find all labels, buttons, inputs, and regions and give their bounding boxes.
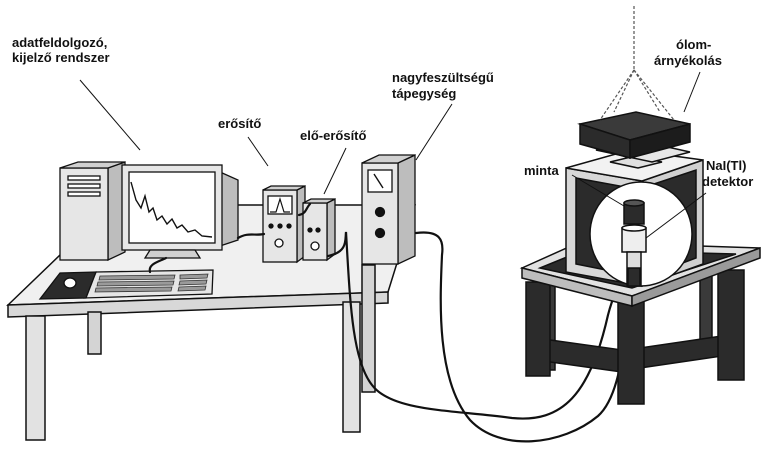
stand-crossbar-right xyxy=(639,335,723,369)
preamplifier-top xyxy=(302,198,336,204)
label-computer-line2: kijelző rendszer xyxy=(12,50,110,65)
table-front-edge xyxy=(7,291,389,318)
cable-monitor-amplifier xyxy=(236,232,266,240)
leader-preamplifier xyxy=(323,147,347,195)
table-leg-back-right xyxy=(361,264,376,393)
amplifier-pulse-icon xyxy=(270,196,290,213)
chain-left-front xyxy=(599,69,635,121)
leader-hv-supply xyxy=(415,103,453,161)
cable-preamplifier-detector xyxy=(326,231,622,420)
label-shield-line2: árnyékolás xyxy=(654,53,722,68)
preamplifier-front xyxy=(302,202,328,261)
nai-crystal xyxy=(621,227,647,253)
label-amplifier: erősítő xyxy=(218,116,261,131)
nai-crystal-top xyxy=(621,224,647,232)
leader-lines xyxy=(79,71,707,239)
table-leg-front-left xyxy=(25,315,46,441)
hv-meter-needle-icon xyxy=(373,173,384,189)
hv-knob-2-icon xyxy=(374,227,386,239)
monitor-back xyxy=(219,170,239,247)
leader-computer xyxy=(79,79,141,151)
cable-amplifier-preamplifier xyxy=(297,202,312,217)
chain-left-back xyxy=(613,69,635,113)
preamplifier-side xyxy=(326,197,336,262)
lead-lid-front-right xyxy=(629,123,691,159)
stand-leg-front-left xyxy=(525,281,551,377)
label-hv-line1: nagyfeszültségű xyxy=(392,70,494,85)
sample-holder-top xyxy=(623,199,645,207)
label-preamplifier: elő-erősítő xyxy=(300,128,367,143)
photomultiplier-base xyxy=(627,267,641,287)
amplifier-display xyxy=(267,195,293,215)
amplifier-knob-icon xyxy=(274,238,284,248)
label-hv-line2: tápegység xyxy=(392,86,456,101)
cable-hv-detector xyxy=(414,231,630,443)
labels: adatfeldolgozó, kijelző rendszer erősítő… xyxy=(12,35,753,189)
tower-case xyxy=(59,167,109,261)
monitor-screen xyxy=(128,171,216,244)
amplifier-led-1 xyxy=(268,223,274,229)
leader-lead-shield xyxy=(683,71,701,113)
label-sample: minta xyxy=(524,163,559,178)
hv-top xyxy=(361,154,416,164)
label-computer-line1: adatfeldolgozó, xyxy=(12,35,107,50)
computer-system xyxy=(38,161,239,300)
floppy-drive-2 xyxy=(67,183,101,189)
leader-amplifier xyxy=(247,136,269,167)
amplifier-led-3 xyxy=(286,223,292,229)
label-shield-line1: ólom- xyxy=(676,37,711,52)
mouse-icon xyxy=(63,277,77,289)
cables xyxy=(148,202,630,443)
leader-detector xyxy=(645,192,707,239)
detector-window xyxy=(589,181,693,287)
lead-lid-assembly xyxy=(577,111,691,163)
amplifier-top xyxy=(262,185,306,191)
stand-leg-front-right xyxy=(717,269,745,381)
hv-meter xyxy=(367,169,393,193)
tower-top xyxy=(59,161,126,169)
stand-platform-front-right xyxy=(631,246,761,308)
hv-knob-1-icon xyxy=(374,206,386,218)
preamplifier-led-1 xyxy=(307,227,313,233)
amplifier-unit xyxy=(262,184,306,264)
shield-top-opening xyxy=(609,155,663,169)
amplifier-led-2 xyxy=(277,223,283,229)
keyboard-keys xyxy=(94,273,209,293)
stand-leg-front-mid xyxy=(617,299,645,405)
floppy-drive-1 xyxy=(67,175,101,181)
chain-right-back xyxy=(633,69,661,113)
table-leg-front-mid xyxy=(342,301,361,433)
preamplifier-led-2 xyxy=(315,227,321,233)
cable-keyboard xyxy=(148,256,168,274)
table-leg-back-left xyxy=(87,311,102,355)
leader-sample xyxy=(571,174,625,207)
preamplifier-unit xyxy=(302,197,336,262)
label-detector-line2: detektor xyxy=(702,174,753,189)
spectrum-curve xyxy=(130,181,213,238)
preamplifier-knob-icon xyxy=(310,241,320,251)
floppy-drive-3 xyxy=(67,191,101,197)
label-detector-line1: NaI(Tl) xyxy=(706,158,746,173)
hanging-chains xyxy=(599,6,675,121)
high-voltage-supply-unit xyxy=(361,153,416,266)
monitor-stand xyxy=(143,249,202,259)
hv-side xyxy=(397,153,416,266)
chain-right-front xyxy=(633,69,675,121)
